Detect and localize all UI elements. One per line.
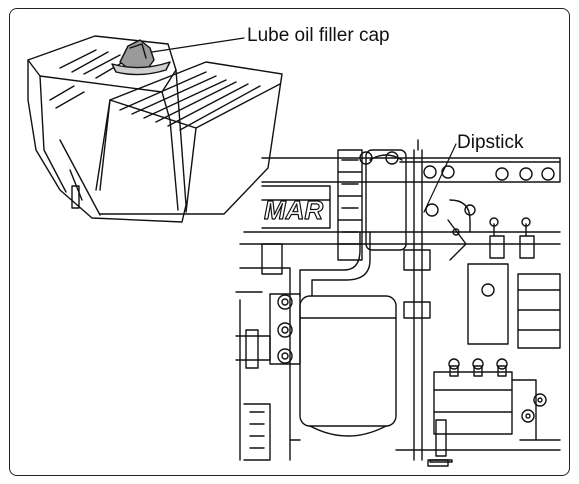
filler-cap-leader xyxy=(151,37,245,53)
filler-cap xyxy=(111,39,171,76)
svg-text:MAR: MAR xyxy=(264,195,323,225)
dipstick-label: Dipstick xyxy=(457,132,524,153)
engine-block-drawing xyxy=(235,139,561,467)
valve-cover-drawing xyxy=(27,35,283,223)
filler-cap-label: Lube oil filler cap xyxy=(247,25,390,46)
engine-brand-lettering: MAR xyxy=(263,194,324,225)
dipstick-leader xyxy=(423,143,457,213)
